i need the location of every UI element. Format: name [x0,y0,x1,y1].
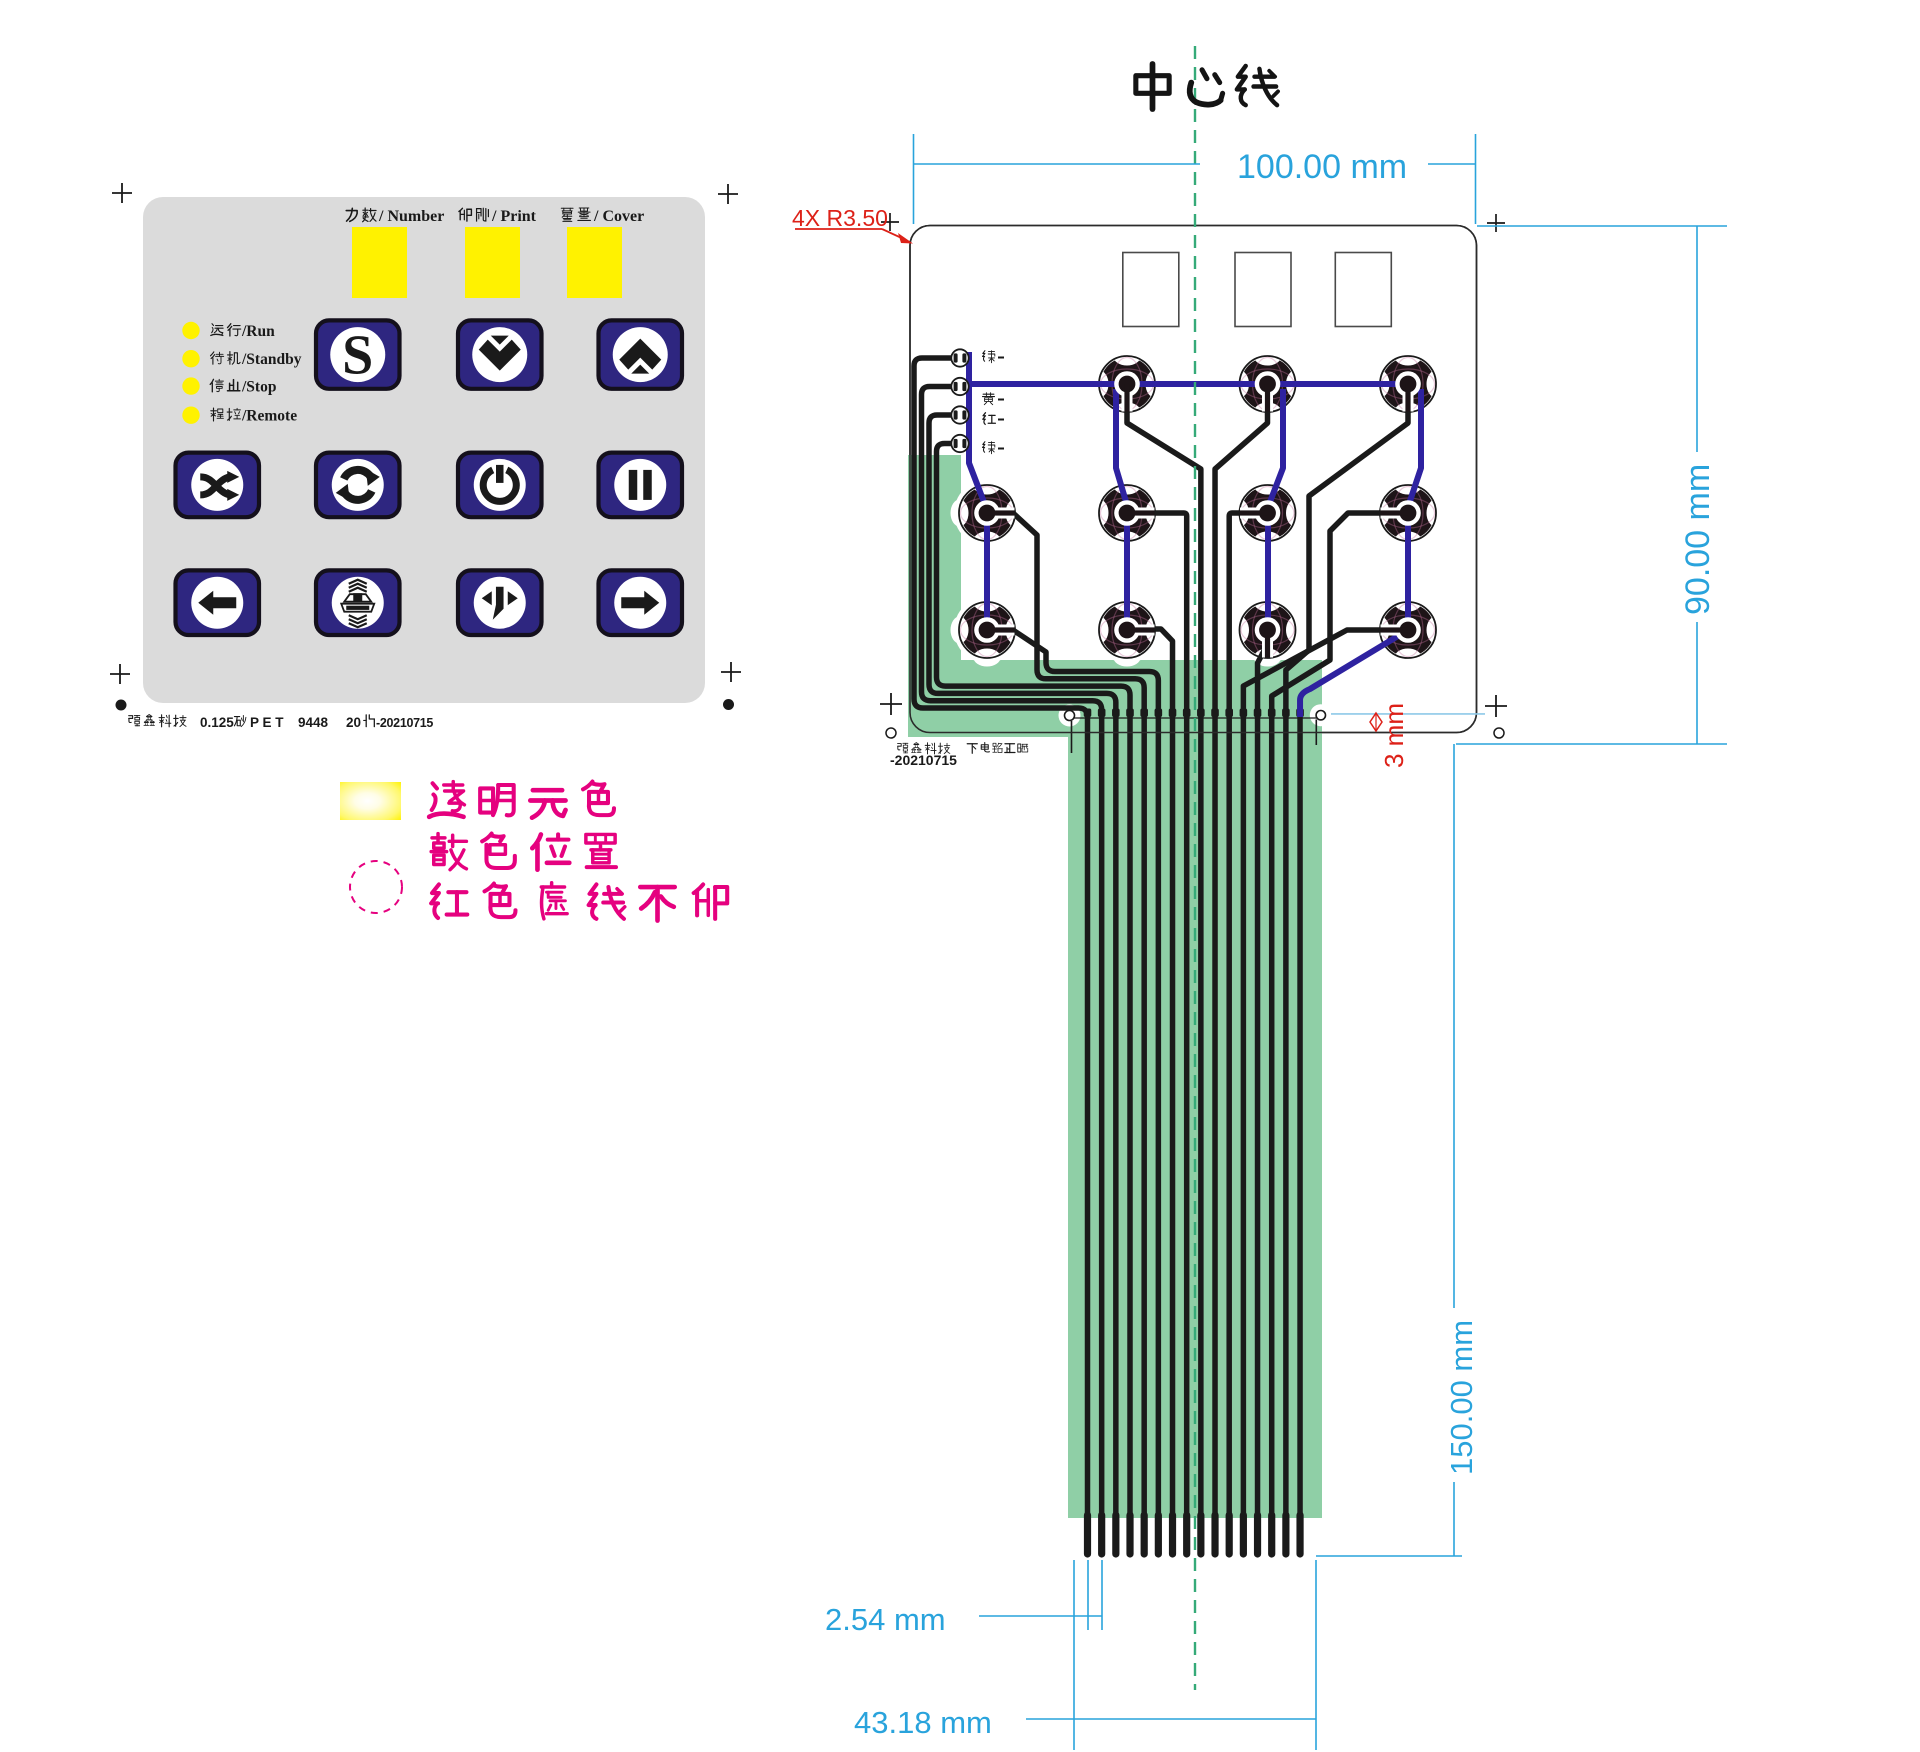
svg-text:-20210715: -20210715 [890,752,957,768]
svg-text:43.18 mm: 43.18 mm [854,1705,992,1740]
svg-text:20: 20 [346,715,361,730]
svg-text:/Run: /Run [241,323,275,340]
svg-text:/Stop: /Stop [241,379,276,396]
svg-text:/ Number: / Number [378,208,444,225]
svg-text:9448: 9448 [298,715,329,730]
svg-text:3 mm: 3 mm [1379,703,1409,768]
svg-text:4X R3.50: 4X R3.50 [792,205,888,231]
svg-text:/ Cover: / Cover [593,208,644,225]
svg-text:100.00 mm: 100.00 mm [1237,148,1407,186]
svg-text:90.00 mm: 90.00 mm [1679,464,1717,615]
svg-text:150.00 mm: 150.00 mm [1444,1320,1479,1475]
svg-text:-20210715: -20210715 [376,716,433,730]
svg-text:0.125: 0.125 [200,715,234,730]
svg-text:P E T: P E T [250,715,284,730]
svg-text:/Standby: /Standby [241,351,302,368]
svg-text:/ Print: / Print [491,208,537,225]
svg-text:2.54 mm: 2.54 mm [825,1602,946,1637]
svg-text:S: S [342,325,373,387]
svg-text:/Remote: /Remote [241,408,297,425]
